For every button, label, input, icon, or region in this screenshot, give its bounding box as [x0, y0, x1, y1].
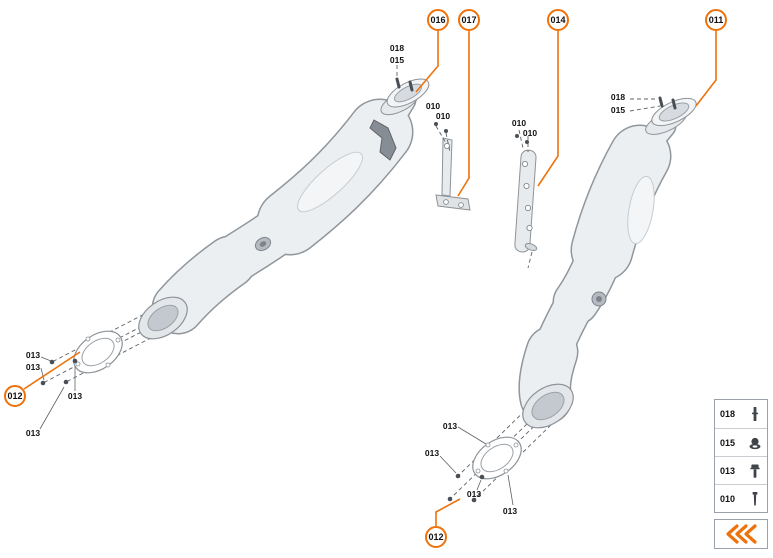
part-label: 013	[424, 448, 440, 458]
part-label: 013	[67, 391, 83, 401]
callout-012-left[interactable]: 012	[4, 385, 26, 407]
callout-016[interactable]: 016	[427, 9, 449, 31]
flange-bolt-icon	[750, 464, 760, 478]
fasteners-legend: 018 015 013 010	[714, 399, 768, 513]
related-diagrams-arrows-icon	[726, 524, 757, 544]
cap-nut-icon	[749, 437, 761, 449]
callout-leader-lines	[23, 31, 717, 526]
legend-part-number: 013	[720, 465, 736, 476]
bracket-017-illustration	[434, 122, 471, 211]
stud-icon	[752, 407, 758, 421]
part-label: 013	[466, 489, 482, 499]
related-diagrams-button[interactable]	[714, 519, 768, 549]
callout-012-bottom[interactable]: 012	[425, 526, 447, 548]
part-label: 013	[25, 428, 41, 438]
legend-row-010[interactable]: 010	[715, 484, 767, 512]
part-label: 010	[435, 111, 451, 121]
part-label: 010	[425, 101, 441, 111]
part-label: 010	[511, 118, 527, 128]
right-downpipe-illustration	[439, 96, 697, 506]
callout-014[interactable]: 014	[547, 9, 569, 31]
part-label: 013	[25, 350, 41, 360]
part-label: 018	[610, 92, 626, 102]
callout-017[interactable]: 017	[458, 9, 480, 31]
part-label: 013	[442, 421, 458, 431]
part-label: 013	[25, 362, 41, 372]
legend-row-015[interactable]: 015	[715, 428, 767, 456]
callout-011[interactable]: 011	[705, 9, 727, 31]
left-downpipe-illustration	[39, 65, 430, 430]
legend-part-number: 010	[720, 493, 736, 504]
part-label: 018	[389, 43, 405, 53]
part-label: 013	[502, 506, 518, 516]
legend-row-013[interactable]: 013	[715, 456, 767, 484]
part-label: 015	[610, 105, 626, 115]
screw-icon	[752, 491, 758, 505]
bracket-014-illustration	[514, 129, 538, 269]
legend-part-number: 018	[720, 409, 736, 419]
part-label: 015	[389, 55, 405, 65]
part-label: 010	[522, 128, 538, 138]
legend-row-018[interactable]: 018	[715, 400, 767, 428]
legend-part-number: 015	[720, 437, 736, 448]
